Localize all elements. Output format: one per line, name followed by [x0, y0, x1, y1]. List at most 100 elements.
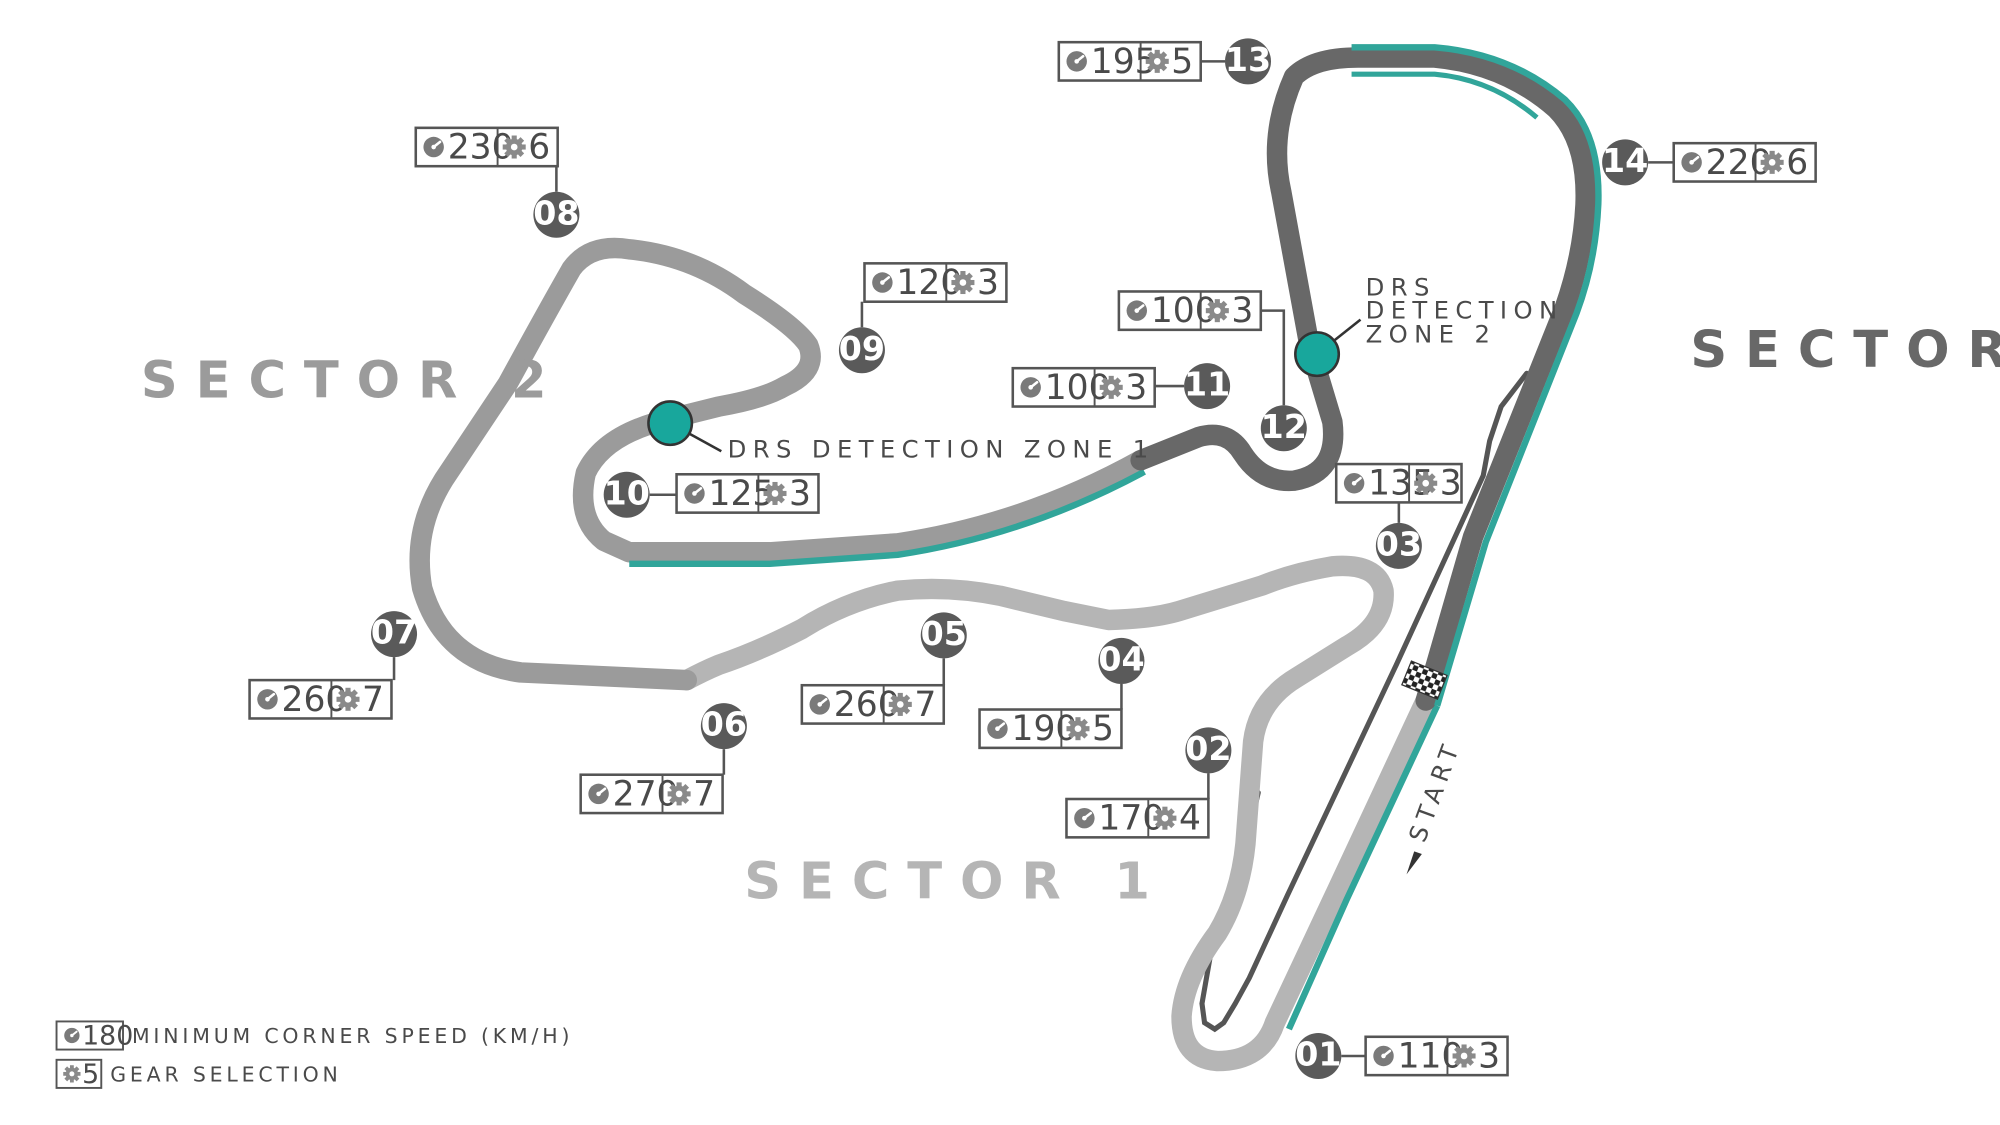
- corner-number: 03: [1376, 524, 1422, 563]
- corner-number-badge: [1098, 637, 1145, 684]
- corner-number: 11: [1184, 365, 1230, 404]
- gear-value: 5: [1171, 42, 1193, 82]
- corner-number: 04: [1098, 640, 1144, 679]
- speedometer-icon: [422, 135, 446, 159]
- corner-number-badge: [1184, 363, 1231, 410]
- min-speed-value: 260: [834, 685, 900, 725]
- sector-1-label: SECTOR 1: [744, 853, 1168, 912]
- min-speed-value: 100: [1151, 291, 1217, 331]
- corner-number: 14: [1602, 141, 1648, 180]
- gear-value: 6: [1786, 143, 1808, 183]
- gear-icon: [63, 1065, 81, 1083]
- gear-value: 3: [1478, 1036, 1500, 1076]
- speedometer-icon: [1680, 150, 1704, 174]
- track-sector-1-drs-edge: [1286, 704, 1441, 1031]
- speedometer-icon: [870, 271, 894, 295]
- speedometer-icon: [682, 481, 706, 505]
- gear-value: 7: [693, 774, 715, 814]
- track-sector-1: [676, 555, 1436, 1072]
- track-sector-2-drs-edge: [629, 468, 1146, 567]
- gear-icon: [1145, 49, 1169, 73]
- gear-value: 3: [1440, 464, 1462, 504]
- corner-number: 08: [533, 193, 579, 232]
- legend: 180 MINIMUM CORNER SPEED (KM/H) 5 GEAR S…: [55, 1020, 573, 1090]
- gear-icon: [951, 271, 975, 295]
- corner-number-badge: [838, 327, 885, 374]
- min-speed-value: 110: [1398, 1036, 1464, 1076]
- corner-number: 10: [604, 473, 650, 512]
- corner-number: 02: [1185, 729, 1231, 768]
- corner-number: 12: [1261, 407, 1307, 446]
- callout-connector: [1260, 309, 1286, 406]
- corner-number-badge: [1375, 522, 1422, 569]
- corner-callout: 125 3 10: [603, 471, 820, 518]
- corner-number-badge: [603, 471, 650, 518]
- corner-callout: 220 6 14: [1602, 139, 1817, 186]
- track-sector-3-drs-edge-top: [1351, 44, 1602, 707]
- min-speed-value: 220: [1706, 143, 1772, 183]
- callout-box: [800, 683, 946, 725]
- track-sector-2: [409, 237, 1151, 691]
- min-speed-value: 270: [613, 774, 679, 814]
- corner-number-badge: [1225, 38, 1272, 85]
- gear-icon: [1452, 1044, 1476, 1068]
- min-speed-value: 125: [709, 474, 775, 514]
- legend-gear: 5 GEAR SELECTION: [55, 1059, 341, 1090]
- gear-icon: [502, 135, 526, 159]
- min-speed-value: 170: [1098, 799, 1164, 839]
- corner-number-badge: [700, 703, 747, 750]
- corner-number: 07: [371, 613, 417, 652]
- min-speed-value: 120: [896, 263, 962, 303]
- speedometer-icon: [808, 692, 832, 716]
- speedometer-icon: [1342, 471, 1366, 495]
- speedometer-icon: [1125, 299, 1149, 323]
- corner-number: 09: [839, 329, 885, 368]
- gear-icon: [888, 692, 912, 716]
- legend-gear-text: GEAR SELECTION: [110, 1063, 341, 1087]
- gear-value: 3: [789, 474, 811, 514]
- legend-gear-value: 5: [82, 1059, 99, 1090]
- gear-value: 5: [1092, 709, 1114, 749]
- speedometer-icon: [985, 717, 1009, 741]
- corner-number: 05: [921, 614, 967, 653]
- min-speed-value: 195: [1091, 42, 1157, 82]
- legend-speed-value: 180: [82, 1020, 133, 1051]
- drs-detection-zone-2: DRS DETECTION ZONE 2: [1294, 272, 1564, 378]
- corner-number-badge: [1602, 139, 1649, 186]
- gear-icon: [667, 782, 691, 806]
- sector-3-label: SECTOR 3: [1690, 321, 2000, 380]
- speedometer-icon: [255, 687, 279, 711]
- track-sector-3: [1130, 47, 1596, 711]
- callout-box: [414, 126, 559, 168]
- speedometer-icon: [63, 1026, 81, 1045]
- corner-number-badge: [371, 611, 418, 658]
- corner-number-badge: [1295, 1032, 1342, 1079]
- speedometer-icon: [587, 782, 611, 806]
- gear-icon: [1066, 717, 1090, 741]
- gear-value: 4: [1179, 799, 1201, 839]
- checkered-flag-icon: [1401, 660, 1448, 700]
- legend-speed-text: MINIMUM CORNER SPEED (KM/H): [132, 1024, 573, 1048]
- gear-value: 6: [528, 128, 550, 168]
- gear-icon: [1760, 150, 1784, 174]
- corner-number-badge: [533, 191, 580, 238]
- speedometer-icon: [1072, 806, 1096, 830]
- min-speed-value: 260: [282, 680, 348, 720]
- min-speed-value: 230: [448, 128, 514, 168]
- drs-detection-zone-1: DRS DETECTION ZONE 1: [647, 400, 1148, 464]
- min-speed-value: 100: [1045, 368, 1111, 408]
- gear-value: 7: [914, 685, 936, 725]
- speedometer-icon: [1065, 49, 1089, 73]
- drs-zone-2-label-line-2: DETECTION: [1366, 295, 1564, 324]
- gear-icon: [336, 687, 360, 711]
